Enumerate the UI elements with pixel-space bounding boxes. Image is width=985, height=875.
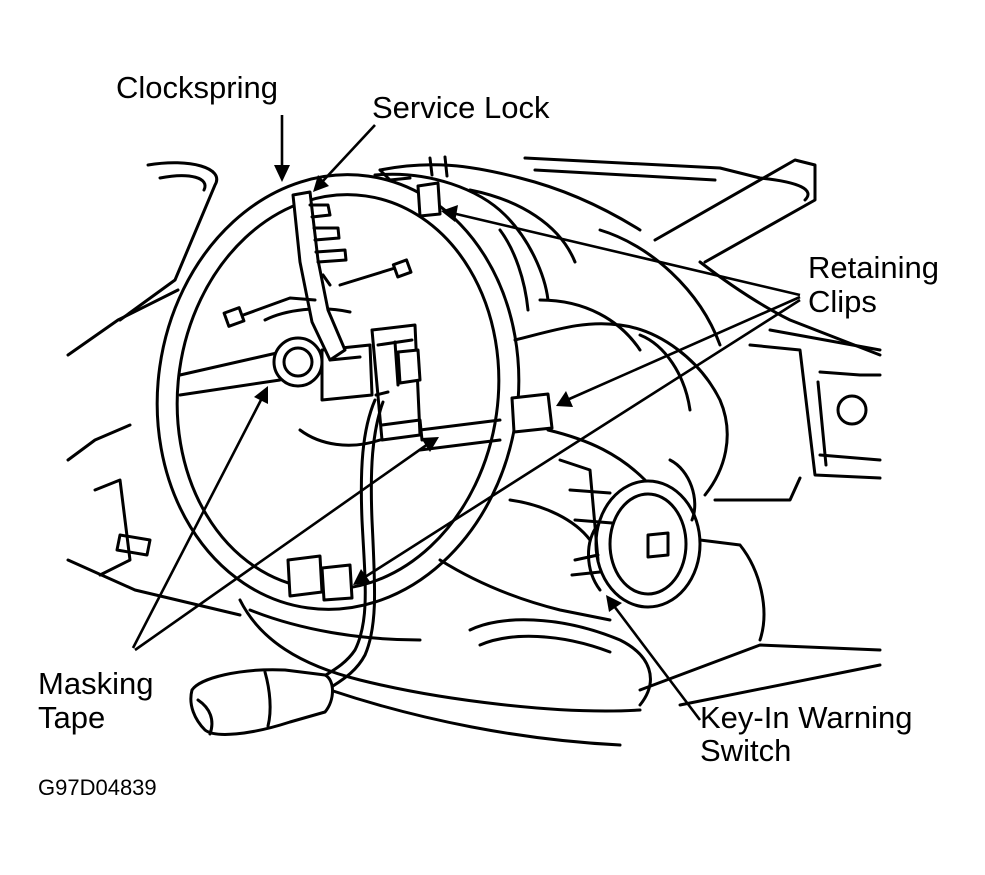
retaining-clips [286, 181, 554, 602]
figure-code: G97D04839 [38, 775, 157, 800]
label-service-lock: Service Lock [372, 90, 550, 125]
label-masking-tape-line2: Tape [38, 700, 106, 735]
label-key-in-warning-line2: Switch [700, 733, 792, 768]
internal-wires [222, 258, 413, 328]
clockspring-connector [370, 323, 424, 442]
label-retaining-clips-line1: Retaining [808, 250, 939, 285]
clockspring [155, 173, 521, 611]
service-lock [291, 190, 348, 362]
label-clockspring: Clockspring [116, 70, 278, 105]
steering-column-housing [66, 156, 882, 747]
label-key-in-warning-line1: Key-In Warning [700, 700, 913, 735]
key-in-warning-switch [570, 479, 702, 609]
label-masking-tape-line1: Masking [38, 666, 154, 701]
wiring-harness [189, 398, 385, 736]
label-retaining-clips-line2: Clips [808, 284, 877, 319]
clockspring-hub [272, 336, 374, 402]
leader-lines [131, 115, 801, 721]
column-shroud [373, 155, 647, 542]
